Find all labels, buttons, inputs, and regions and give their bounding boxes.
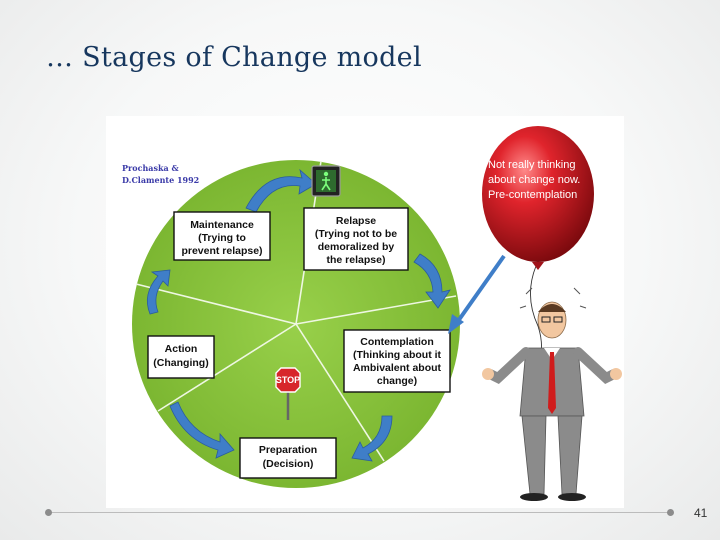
- stop-sign-icon: STOP: [275, 367, 301, 420]
- action-title: Action: [165, 343, 198, 355]
- relapse-line-3: demoralized by: [318, 241, 395, 253]
- stage-box-action: Action (Changing): [147, 335, 215, 379]
- relapse-title: Relapse: [336, 215, 376, 227]
- balloon-line-3: Pre-contemplation: [488, 189, 577, 201]
- balloon-icon: Not really thinking about change now. Pr…: [482, 126, 594, 437]
- shrugging-man-icon: [482, 287, 622, 501]
- citation-line-2: D.Clamente 1992: [122, 175, 199, 185]
- stages-of-change-diagram: Prochaska & D.Clamente 1992: [122, 126, 622, 501]
- contemplation-line-2: (Thinking about it: [353, 349, 442, 361]
- stage-box-maintenance: Maintenance (Trying to prevent relapse): [173, 211, 271, 261]
- stage-box-relapse: Relapse (Trying not to be demoralized by…: [303, 207, 409, 271]
- footer-divider: [48, 512, 672, 513]
- stop-sign-label: STOP: [276, 375, 300, 385]
- arrow-left-icon: [146, 269, 171, 315]
- maintenance-title: Maintenance: [190, 219, 254, 231]
- footer-left-dot: [45, 509, 52, 516]
- arrow-bottom-left-icon: [169, 401, 235, 459]
- arrow-right-icon: [413, 253, 451, 309]
- contemplation-line-3: Ambivalent about: [353, 362, 442, 374]
- preparation-title: Preparation: [259, 444, 317, 456]
- cycle-arrows: [146, 168, 451, 462]
- page-number: 41: [694, 506, 708, 520]
- action-line-2: (Changing): [153, 357, 208, 369]
- balloon-line-1: Not really thinking: [488, 159, 575, 171]
- balloon-pointer-arrow: [448, 254, 506, 334]
- contemplation-title: Contemplation: [360, 336, 434, 348]
- relapse-line-4: the relapse): [327, 254, 386, 266]
- stage-box-contemplation: Contemplation (Thinking about it Ambival…: [343, 329, 451, 393]
- maintenance-line-2: (Trying to: [198, 232, 246, 244]
- walk-signal-icon: [311, 165, 341, 197]
- slide-title: … Stages of Change model: [46, 42, 422, 73]
- balloon-line-2: about change now.: [488, 174, 580, 186]
- stages-of-change-figure: Prochaska & D.Clamente 1992: [106, 116, 624, 508]
- citation-line-1: Prochaska &: [122, 163, 179, 173]
- preparation-line-2: (Decision): [263, 458, 314, 470]
- contemplation-line-4: change): [377, 375, 417, 387]
- arrow-lower-right-icon: [351, 415, 393, 462]
- maintenance-line-3: prevent relapse): [181, 245, 262, 257]
- footer-right-dot: [667, 509, 674, 516]
- stage-box-preparation: Preparation (Decision): [239, 437, 337, 479]
- relapse-line-2: (Trying not to be: [315, 228, 397, 240]
